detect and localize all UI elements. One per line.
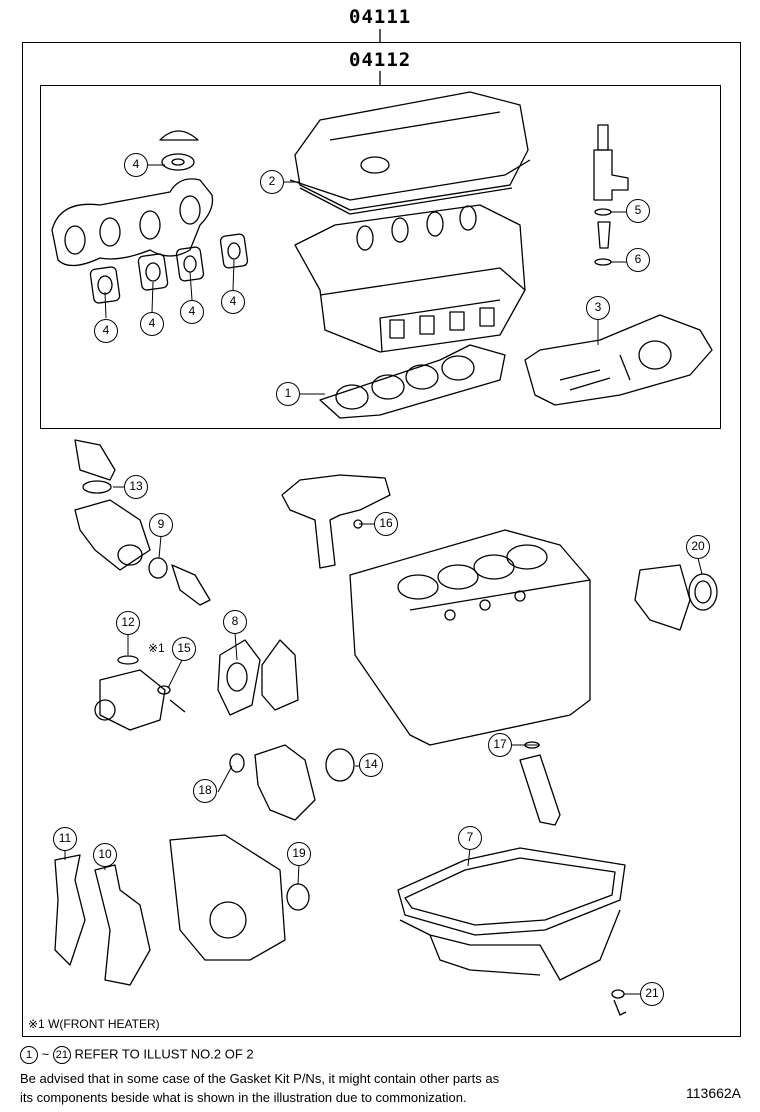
callout-14[interactable]: 14: [359, 753, 383, 777]
inner-kit-code: 04112: [349, 49, 412, 71]
callout-4a[interactable]: 4: [124, 153, 148, 177]
exhaust-manifold-drawing: [51, 130, 249, 304]
callout-8[interactable]: 8: [223, 610, 247, 634]
injector-drawing: [593, 124, 629, 266]
callout-9[interactable]: 9: [149, 513, 173, 537]
callout-1[interactable]: 1: [276, 382, 300, 406]
advice-line-2: its components beside what is shown in t…: [20, 1090, 467, 1105]
callout-21[interactable]: 21: [640, 982, 664, 1006]
callout-15[interactable]: 15: [172, 637, 196, 661]
advice-line-1: Be advised that in some case of the Gask…: [20, 1071, 500, 1086]
footnote-mark: ※1: [148, 641, 165, 655]
outer-kit-code: 04111: [349, 6, 412, 28]
callout-10[interactable]: 10: [93, 843, 117, 867]
cylinder-head-drawing: [294, 204, 526, 353]
callout-4c[interactable]: 4: [140, 312, 164, 336]
callout-4b[interactable]: 4: [94, 319, 118, 343]
refer-note: 1 ~ 21 REFER TO ILLUST NO.2 OF 2: [20, 1046, 254, 1064]
oil-strainer-drawing: [519, 741, 561, 826]
callout-16[interactable]: 16: [374, 512, 398, 536]
rear-seal-drawing: [634, 564, 718, 631]
callout-2[interactable]: 2: [260, 170, 284, 194]
head-cover-drawing: [289, 91, 531, 215]
head-gasket-drawing: [319, 344, 506, 419]
callout-20[interactable]: 20: [686, 535, 710, 559]
callout-4d[interactable]: 4: [180, 300, 204, 324]
outer-kit-frame: [22, 42, 741, 1037]
range-separator: ~: [41, 1046, 50, 1062]
callout-6[interactable]: 6: [626, 248, 650, 272]
inner-kit-frame: [40, 85, 721, 429]
refer-text: REFER TO ILLUST NO.2 OF 2: [74, 1046, 254, 1062]
callout-11[interactable]: 11: [53, 827, 77, 851]
callout-4e[interactable]: 4: [221, 290, 245, 314]
callout-5[interactable]: 5: [626, 199, 650, 223]
engine-block-drawing: [349, 529, 591, 746]
water-pump-drawing: [94, 655, 186, 731]
callout-18[interactable]: 18: [193, 779, 217, 803]
range-from-circle: 1: [20, 1046, 38, 1064]
front-heater-note: ※1 W(FRONT HEATER): [28, 1017, 160, 1031]
drain-plug-drawing: [611, 989, 627, 1016]
oil-pan-drawing: [397, 847, 626, 981]
callout-17[interactable]: 17: [488, 733, 512, 757]
illustration-id: 113662A: [686, 1085, 742, 1101]
callout-13[interactable]: 13: [124, 475, 148, 499]
callout-3[interactable]: 3: [586, 296, 610, 320]
callout-7[interactable]: 7: [458, 826, 482, 850]
thermostat-housing-drawing: [74, 439, 211, 606]
pump-gasket-drawing: [217, 639, 299, 716]
callout-19[interactable]: 19: [287, 842, 311, 866]
callout-12[interactable]: 12: [116, 611, 140, 635]
intake-gasket-drawing: [524, 314, 713, 406]
oil-pump-drawing: [229, 744, 355, 821]
range-to-circle: 21: [52, 1046, 71, 1064]
